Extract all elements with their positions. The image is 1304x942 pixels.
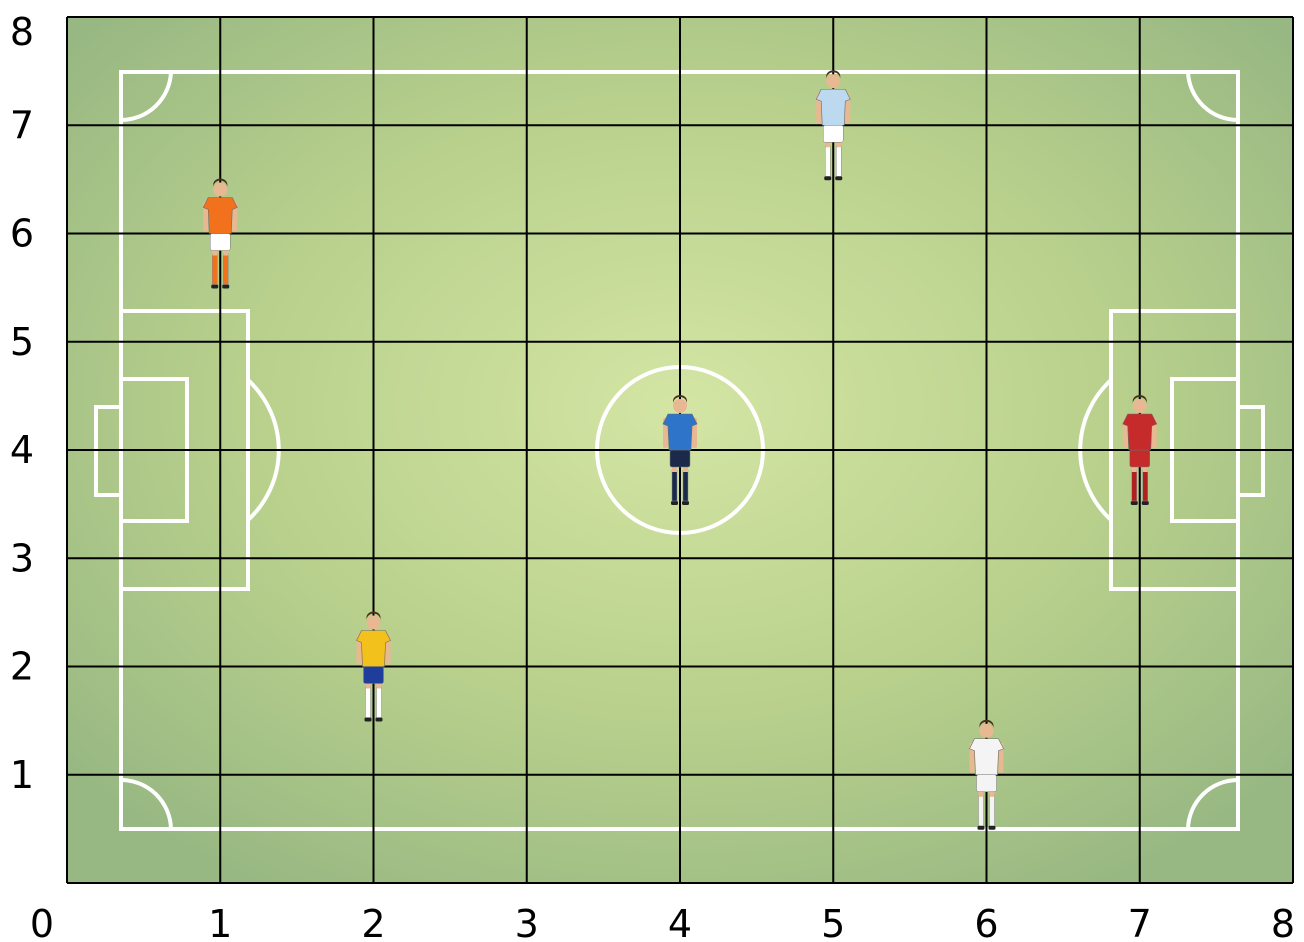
player-shorts: [823, 125, 843, 142]
y-tick-label: 8: [10, 10, 34, 54]
x-tick-labels: 0 1 2 3 4 5 6 7 8: [30, 902, 1295, 942]
player-leg: [377, 687, 382, 718]
player-shorts: [364, 667, 384, 684]
player-boot: [824, 176, 831, 180]
x-tick-label: 8: [1271, 902, 1295, 942]
x-tick-label: 4: [668, 902, 692, 942]
player-shorts: [1130, 450, 1150, 467]
player-head: [213, 183, 227, 197]
y-tick-label: 6: [10, 212, 34, 256]
player-boot: [1142, 501, 1149, 505]
x-tick-label: 6: [974, 902, 998, 942]
player-boot: [211, 285, 218, 289]
player-boot: [989, 826, 996, 830]
player-head: [1133, 399, 1147, 413]
x-tick-label: 3: [515, 902, 539, 942]
player-boot: [835, 176, 842, 180]
y-tick-label: 1: [10, 753, 34, 797]
y-tick-label: 2: [10, 645, 34, 689]
y-tick-label: 5: [10, 320, 34, 364]
y-tick-label: 4: [10, 428, 34, 472]
player-boot: [671, 501, 678, 505]
player-leg: [979, 795, 984, 826]
player-leg: [825, 145, 830, 176]
player-boot: [1131, 501, 1138, 505]
player-boot: [365, 718, 372, 722]
player-head: [673, 399, 687, 413]
y-tick-label: 7: [10, 103, 34, 147]
player-boot: [376, 718, 383, 722]
player-leg: [212, 254, 217, 285]
x-tick-label: 5: [821, 902, 845, 942]
player-leg: [683, 470, 688, 501]
player-leg: [672, 470, 677, 501]
player-shorts: [977, 775, 997, 792]
player-leg: [990, 795, 995, 826]
x-tick-label: 2: [361, 902, 385, 942]
x-tick-label: 1: [208, 902, 232, 942]
player-leg: [366, 687, 371, 718]
player-leg: [1143, 470, 1148, 501]
player-boot: [222, 285, 229, 289]
player-boot: [682, 501, 689, 505]
player-head: [980, 724, 994, 738]
player-boot: [978, 826, 985, 830]
x-tick-label: 7: [1128, 902, 1152, 942]
player-leg: [223, 254, 228, 285]
y-tick-labels: 1 2 3 4 5 6 7 8: [10, 10, 34, 797]
y-tick-label: 3: [10, 536, 34, 580]
player-head: [826, 74, 840, 88]
player-shorts: [670, 450, 690, 467]
x-tick-label: 0: [30, 902, 54, 942]
player-head: [367, 616, 381, 630]
player-leg: [1132, 470, 1137, 501]
player-leg: [836, 145, 841, 176]
player-shorts: [210, 234, 230, 251]
